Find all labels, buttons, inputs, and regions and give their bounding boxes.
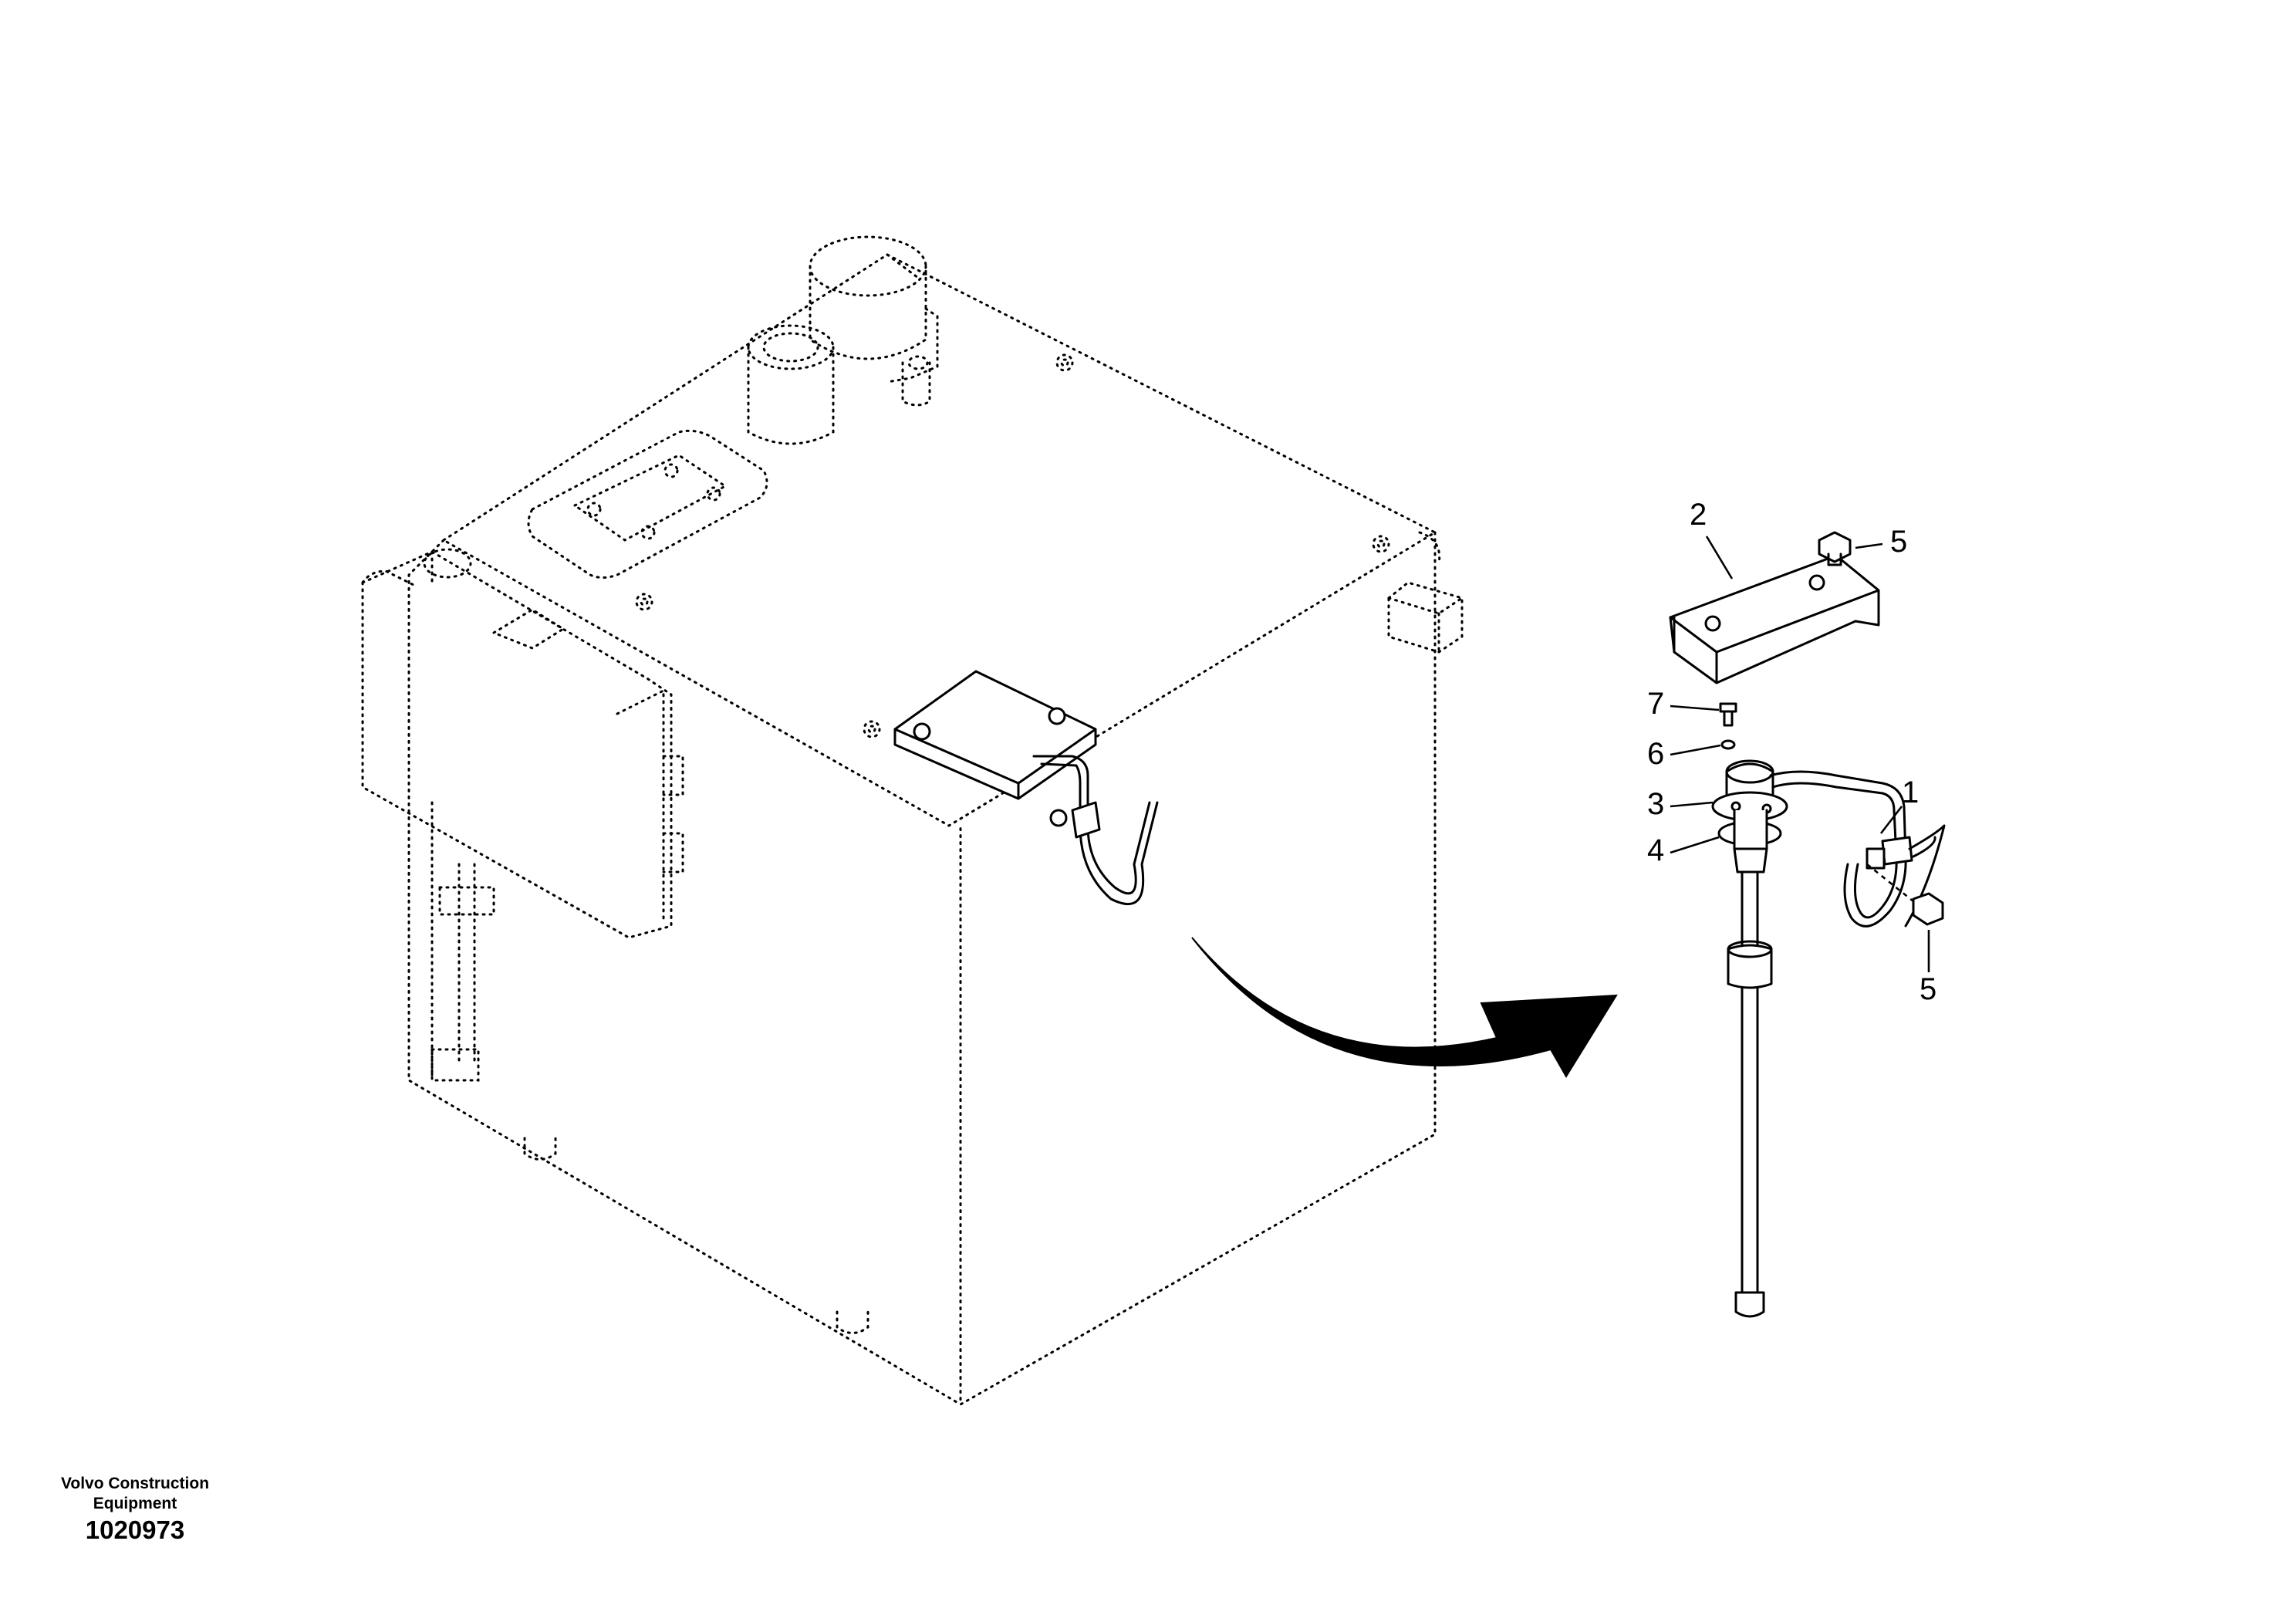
tank-outline — [407, 253, 1441, 1407]
direction-arrow — [1191, 937, 1618, 1078]
callout-7: 7 — [1647, 687, 1720, 721]
callout-5-bottom: 5 — [1920, 930, 1936, 1006]
callout-2: 2 — [1690, 498, 1734, 580]
brand-line-2: Equipment — [93, 1495, 177, 1512]
part-5-screw-top — [1818, 531, 1852, 566]
brand-label: Volvo Construction Equipment — [46, 1474, 224, 1514]
callout-6: 6 — [1647, 737, 1721, 771]
callout-3: 3 — [1647, 787, 1714, 821]
filler-neck — [747, 324, 835, 445]
tank-feet — [523, 1137, 869, 1334]
svg-text:5: 5 — [1920, 972, 1936, 1006]
inspection-cover — [527, 429, 768, 579]
svg-text:1: 1 — [1902, 776, 1919, 809]
part-6-washer — [1720, 739, 1736, 750]
side-valve-block — [361, 548, 684, 939]
part-2-cover — [1669, 554, 1880, 684]
svg-text:5: 5 — [1890, 525, 1907, 559]
figure-number: 1020973 — [85, 1516, 185, 1544]
callout-5-top: 5 — [1855, 525, 1907, 559]
svg-text:6: 6 — [1647, 737, 1664, 771]
svg-text:2: 2 — [1690, 498, 1707, 532]
tank-top-bolts — [635, 353, 1390, 738]
part-1-level-sensor — [1711, 759, 1946, 1318]
part-7-screw — [1719, 702, 1737, 727]
breather-cap — [809, 235, 939, 407]
part-5-screw-bottom — [1866, 863, 1944, 926]
callout-1: 1 — [1879, 776, 1919, 834]
svg-text:7: 7 — [1647, 687, 1664, 721]
drain-pipe — [430, 801, 495, 1082]
corner-block — [1387, 581, 1464, 654]
installed-sensor — [893, 670, 1159, 906]
brand-line-1: Volvo Construction — [60, 1475, 210, 1492]
svg-text:4: 4 — [1647, 833, 1664, 867]
callout-4: 4 — [1647, 833, 1720, 867]
svg-text:3: 3 — [1647, 787, 1664, 821]
